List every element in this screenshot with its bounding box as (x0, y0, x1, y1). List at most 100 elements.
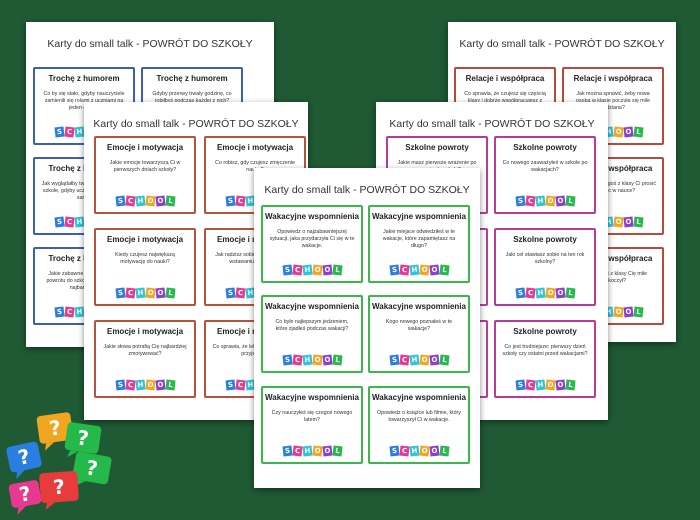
school-letter: S (515, 195, 525, 207)
school-letter: L (165, 379, 175, 391)
school-letter: O (545, 195, 555, 207)
school-letter: S (225, 287, 235, 299)
card-heading: Relacje i współpraca (573, 254, 653, 263)
card-question: Czy jest ktoś z klasy Cię mile zaskoczył… (578, 271, 648, 284)
speech-bubble-icon: ? (8, 480, 42, 515)
sheet-title: Karty do small talk - POWRÓT DO SZKOŁY (47, 38, 253, 50)
card-question: Jak można sprawić, żeby nowa osoba w kla… (576, 91, 650, 111)
school-letter: S (54, 216, 64, 228)
question-mark: ? (52, 475, 65, 500)
school-letter: S (515, 287, 525, 299)
school-letter: H (74, 126, 84, 138)
school-letter: L (165, 287, 175, 299)
school-letter: L (332, 445, 342, 457)
school-letter: L (439, 354, 449, 366)
school-letter: L (565, 195, 575, 207)
school-letter: S (54, 306, 64, 318)
school-letter: H (409, 354, 419, 366)
speech-bubble-icon: ? (39, 470, 79, 510)
school-letter: H (302, 354, 312, 366)
school-letter: O (322, 264, 332, 276)
school-letter: O (145, 287, 155, 299)
school-letter: L (165, 195, 175, 207)
school-letter: O (555, 195, 565, 207)
school-letter: C (399, 354, 409, 366)
school-letter: S (389, 445, 399, 457)
school-letter: S (282, 354, 292, 366)
school-letter: O (322, 354, 332, 366)
school-letter: S (225, 195, 235, 207)
school-letter: L (633, 126, 643, 138)
school-letter: L (439, 264, 449, 276)
school-letter: C (235, 287, 245, 299)
school-letter: H (535, 379, 545, 391)
school-letter: L (565, 379, 575, 391)
school-letter: O (155, 195, 165, 207)
card-heading: Wakacyjne wspomnienia (265, 393, 359, 402)
question-mark: ? (16, 444, 32, 470)
school-letter: O (419, 354, 429, 366)
school-letter: O (613, 216, 623, 228)
card-question: Co by się stało, gdyby nauczyciele zamie… (43, 91, 125, 111)
school-letter: O (419, 445, 429, 457)
school-letter: H (409, 264, 419, 276)
card-question: Jakie emocje towarzyszą Ci w pierwszych … (109, 160, 181, 173)
school-letter: O (322, 445, 332, 457)
card-heading: Emocje i motywacja (106, 235, 184, 244)
card-question: Jakie słowa potrafią Cię najbardziej zmo… (103, 344, 187, 357)
school-letter: O (312, 264, 322, 276)
school-letter: O (429, 445, 439, 457)
school-letter: O (545, 287, 555, 299)
card-heading: Szkolne powroty (513, 327, 577, 336)
school-letter: H (135, 379, 145, 391)
school-letter: H (409, 445, 419, 457)
school-letter: S (389, 264, 399, 276)
school-letter: H (74, 216, 84, 228)
card-heading: Wakacyjne wspomnienia (372, 393, 466, 402)
school-letter: S (225, 379, 235, 391)
school-letter: O (155, 379, 165, 391)
school-letter: O (623, 126, 633, 138)
school-letter: H (535, 195, 545, 207)
school-letter: C (399, 264, 409, 276)
school-letter: O (145, 379, 155, 391)
school-letter: S (115, 379, 125, 391)
school-letter: O (155, 287, 165, 299)
school-letter: C (292, 354, 302, 366)
question-mark: ? (84, 455, 100, 481)
school-letter: C (525, 287, 535, 299)
card-heading: Relacje i współpraca (573, 74, 653, 83)
school-letter: O (545, 379, 555, 391)
card-question: Czy nauczyłeś się czegoś nowego latem? (271, 410, 353, 423)
card-heading: Relacje i współpraca (465, 74, 545, 83)
school-letter: O (555, 287, 565, 299)
school-letter: L (633, 216, 643, 228)
speech-bubble-icon: ? (36, 412, 74, 451)
card-question: Opowiedz o najzabawniejszej sytuacji, ja… (269, 229, 355, 249)
card-question: Kiedy czujesz największą motywację do na… (115, 252, 175, 265)
speech-bubble-icon: ? (64, 422, 102, 457)
question-mark: ? (17, 481, 33, 507)
school-letter: O (613, 306, 623, 318)
school-letter: O (312, 354, 322, 366)
school-letter: H (74, 306, 84, 318)
school-letter: C (292, 445, 302, 457)
